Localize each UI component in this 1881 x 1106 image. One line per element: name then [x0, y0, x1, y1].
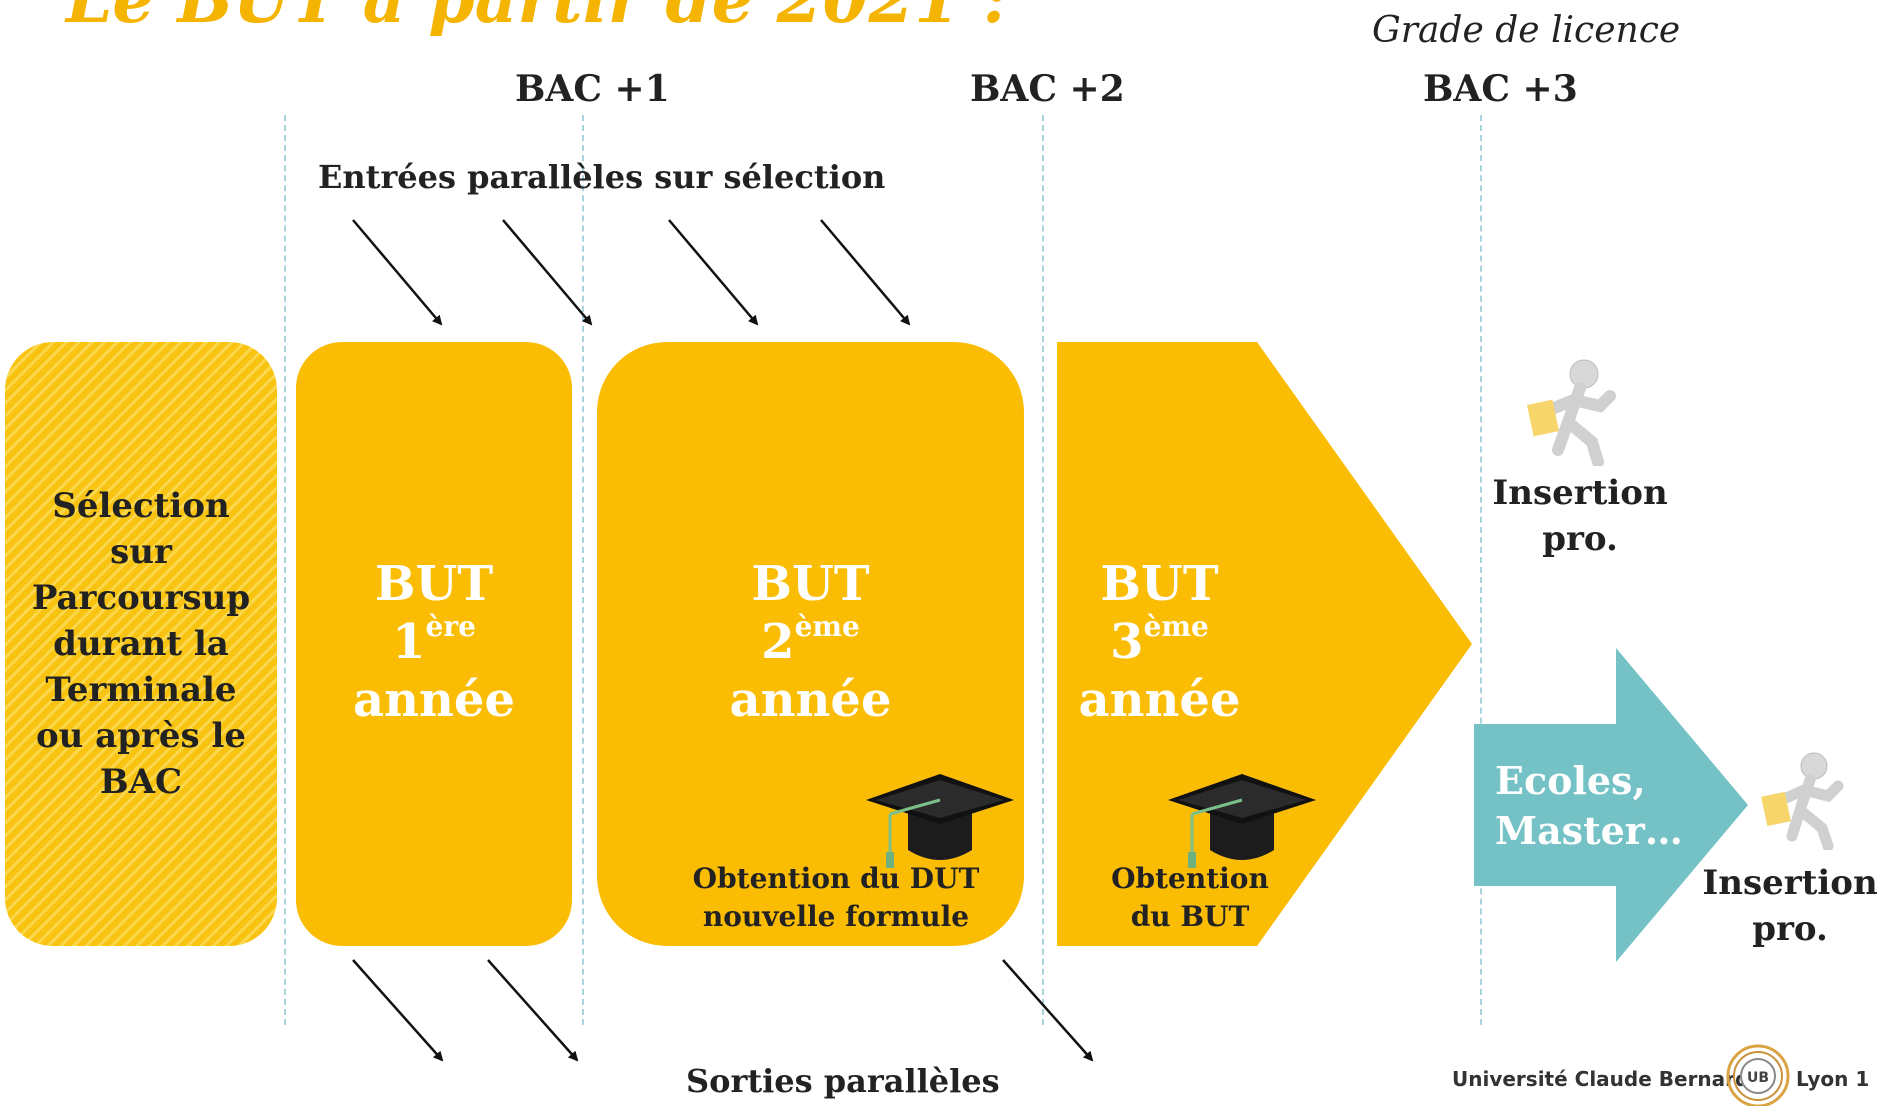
page-title: Le BUT à partir de 2021 : [66, 0, 1008, 38]
entry-arrow [502, 219, 593, 326]
running-person-icon [1526, 359, 1616, 466]
selection-parcoursup-box: Sélection sur Parcoursup durant la Termi… [5, 342, 277, 946]
bac2-label: BAC +2 [970, 68, 1125, 110]
column-divider [284, 115, 286, 1025]
annee-label: année [353, 672, 515, 728]
parallel-exits-label: Sorties parallèles [686, 1062, 1000, 1100]
ecoles-master-label: Ecoles, Master… [1495, 758, 1683, 853]
ecoles-master-arrow [1474, 648, 1748, 962]
bac3-label: BAC +3 [1423, 68, 1578, 110]
entry-arrow [820, 219, 911, 326]
running-person-icon [1761, 752, 1844, 850]
exit-arrow [352, 959, 444, 1062]
graduation-cap-icon [1168, 774, 1316, 868]
column-divider [1480, 115, 1482, 1025]
diploma-but-label: Obtention du BUT [1111, 862, 1269, 933]
university-logo-icon: UB [1726, 1044, 1790, 1106]
exit-arrow [487, 959, 579, 1062]
but-label: BUT [751, 556, 870, 612]
grade-de-licence-label: Grade de licence [1372, 10, 1681, 51]
annee-label: année [729, 672, 892, 728]
year-number: 2ème [761, 610, 860, 671]
but-label: BUT [1100, 556, 1219, 612]
bac1-label: BAC +1 [515, 68, 670, 110]
year-number: 3ème [1110, 610, 1209, 671]
insertion-pro-top: Insertion pro. [1492, 473, 1668, 559]
column-divider [582, 115, 584, 1025]
but-year1-box: BUT 1ère année [296, 342, 572, 946]
university-name: Université Claude Bernard [1452, 1067, 1750, 1091]
exit-arrow [1002, 959, 1094, 1062]
diploma-dut-label: Obtention du DUT nouvelle formule [692, 862, 980, 933]
graduation-cap-icon [866, 774, 1014, 868]
svg-text:UB: UB [1747, 1070, 1769, 1086]
annee-label: année [1078, 672, 1241, 728]
entry-arrow [352, 219, 443, 326]
university-city: Lyon 1 [1796, 1067, 1870, 1091]
but-year3-arrow-shape [1057, 342, 1472, 946]
column-divider [1042, 115, 1044, 1025]
insertion-pro-bottom: Insertion pro. [1702, 863, 1878, 949]
parallel-entries-label: Entrées parallèles sur sélection [318, 158, 886, 196]
but-label: BUT [374, 556, 494, 612]
year-number: 1ère [392, 610, 476, 671]
entry-arrow [668, 219, 759, 326]
but-year3-text: BUT 3ème année [1062, 556, 1257, 728]
